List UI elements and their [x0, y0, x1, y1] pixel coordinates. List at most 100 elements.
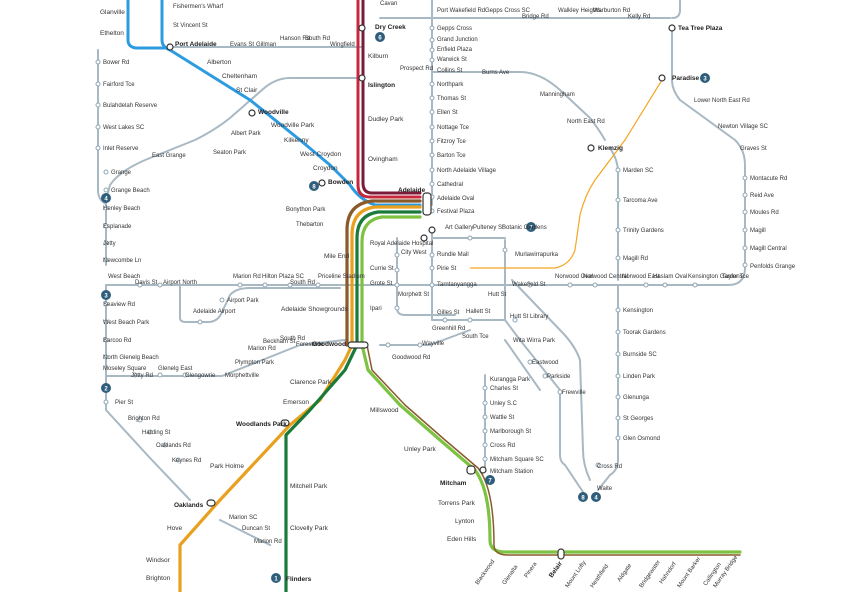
- label-cathedral: Cathedral: [437, 182, 463, 188]
- label-emerson: Emerson: [283, 399, 309, 406]
- label-windsor: Windsor: [146, 557, 171, 564]
- label-plympton-park: Plympton Park: [235, 360, 275, 366]
- label-gilles-st: Gilles St: [437, 310, 460, 316]
- label-penfolds-grange: Penfolds Grange: [750, 264, 796, 270]
- label-wakefield-st: Wakefield St: [512, 282, 546, 288]
- label-goodwood: Goodwood: [312, 341, 346, 348]
- label-fishermens-wharf: Fishermen's Wharf: [173, 4, 223, 10]
- label-goodwood-rd: Goodwood Rd: [392, 355, 430, 361]
- route-marker-8-waite: 8: [578, 492, 588, 502]
- label-kensington: Kensington: [623, 308, 653, 314]
- label-st-georges: St Georges: [623, 416, 653, 422]
- label-seaview-rd: Seaview Rd: [103, 302, 135, 308]
- label-greenhill-rd: Greenhill Rd: [432, 326, 465, 332]
- label-pirie-st: Pirie St: [437, 266, 457, 272]
- label-heathfield: Heathfield: [590, 564, 610, 590]
- label-mitcham-station: Mitcham Station: [490, 469, 533, 475]
- label-priceline-stadium: Priceline Stadium: [318, 274, 365, 280]
- label-newcombe-ln: Newcombe Ln: [103, 258, 141, 264]
- svg-text:6: 6: [378, 36, 382, 42]
- label-west-lakes-sc: West Lakes SC: [103, 125, 145, 131]
- label-blackwood: Blackwood: [475, 559, 497, 586]
- label-wayville: Wayville: [422, 341, 445, 347]
- label-bulahdelah-reserve: Bulahdelah Reserve: [103, 103, 158, 109]
- label-charles-st: Charles St: [490, 386, 518, 392]
- label-botanic-gardens: Botanic Gardens: [502, 225, 547, 231]
- hills-line-labels: Blackwood Glenalta Pinera Belair Mount L…: [475, 554, 740, 589]
- label-linden-park: Linden Park: [623, 374, 656, 380]
- label-burns-ave: Burns Ave: [482, 70, 510, 76]
- label-adelaide-showgrounds: Adelaide Showgrounds: [281, 306, 349, 313]
- bus-network-lines: [97, 0, 746, 546]
- label-dry-creek: Dry Creek: [375, 24, 406, 31]
- label-warburton-rd: Warburton Rd: [593, 8, 630, 14]
- label-dudley-park: Dudley Park: [368, 116, 404, 123]
- label-rundle-mall: Rundle Mall: [437, 252, 469, 258]
- label-south-rd-t: South Rd: [280, 336, 305, 342]
- label-glenalta: Glenalta: [502, 564, 520, 586]
- label-manningham: Manningham: [540, 92, 575, 98]
- label-hallett-st: Hallett St: [466, 309, 491, 315]
- label-millswood: Millswood: [370, 407, 399, 414]
- label-st-clair: St Clair: [236, 87, 258, 94]
- label-grange-beach: Grange Beach: [111, 188, 150, 194]
- tram-line-paradise: [470, 79, 663, 269]
- label-west-beach-park: West Beach Park: [103, 320, 150, 326]
- label-grange: Grange: [111, 170, 132, 176]
- label-islington: Islington: [368, 82, 395, 89]
- label-eden-hills: Eden Hills: [447, 536, 477, 543]
- label-brighton: Brighton: [146, 575, 171, 582]
- label-seaton-park: Seaton Park: [213, 150, 247, 156]
- label-royal-adelaide-hospital: Royal Adelaide Hospital: [370, 241, 433, 247]
- label-kilkenny: Kilkenny: [284, 137, 309, 144]
- label-alberton: Alberton: [207, 59, 232, 66]
- svg-text:3: 3: [104, 294, 108, 300]
- label-gepps-cross: Gepps Cross: [437, 26, 472, 32]
- label-park-holme: Park Holme: [210, 463, 244, 470]
- label-oaklands: Oaklands: [174, 502, 204, 509]
- route-marker-7-mitcham: 7: [485, 475, 495, 485]
- label-waite: Waite: [597, 486, 613, 492]
- label-marion-rd-n: Marion Rd: [233, 274, 261, 280]
- label-taylor-tce: Taylor Tce: [722, 274, 750, 280]
- label-festival-plaza: Festival Plaza: [437, 209, 475, 215]
- label-ovingham: Ovingham: [368, 156, 398, 163]
- label-grand-junction: Grand Junction: [437, 37, 478, 43]
- label-north-adelaide-village: North Adelaide Village: [437, 168, 497, 174]
- label-north-glenelg-beach: North Glenelg Beach: [103, 355, 159, 361]
- label-thomas-st: Thomas St: [437, 96, 466, 102]
- route-marker-8-bowden: 8: [309, 181, 319, 191]
- label-montacute-rd: Montacute Rd: [750, 176, 787, 182]
- label-unley-park: Unley Park: [404, 446, 437, 453]
- label-eastwood: Eastwood: [532, 360, 558, 366]
- label-barton-tce: Barton Tce: [437, 153, 466, 159]
- route-marker-4-grange: 4: [101, 193, 111, 203]
- label-st-vincent-st: St Vincent St: [173, 23, 208, 29]
- label-kilburn: Kilburn: [368, 53, 389, 60]
- label-clarence-park: Clarence Park: [290, 379, 332, 386]
- label-unley-sc: Unley S.C: [490, 401, 518, 407]
- label-morphettville: Morphettville: [225, 373, 260, 379]
- svg-text:3: 3: [703, 77, 707, 83]
- label-ethelton: Ethelton: [100, 30, 124, 37]
- label-hilton-plaza-sc: Hilton Plaza SC: [262, 274, 305, 280]
- label-wita-wirra-park: Wita Wirra Park: [513, 338, 556, 344]
- label-nottage-tce: Nottage Tce: [437, 125, 470, 131]
- label-mitcham-square-sc: Mitcham Square SC: [490, 457, 544, 463]
- svg-text:2: 2: [104, 387, 108, 393]
- route-marker-1: 1: [271, 573, 281, 583]
- label-forestville: Forestville: [296, 342, 324, 348]
- route-marker-2: 2: [101, 383, 111, 393]
- label-mount-lofty: Mount Lofty: [565, 560, 588, 589]
- label-tarntanyangga: Tarntanyangga: [437, 282, 477, 288]
- label-bridge-rd: Bridge Rd: [522, 14, 549, 20]
- gawler-line: [356, 0, 422, 199]
- label-glenunga: Glenunga: [623, 395, 650, 401]
- label-beckham-st: Beckham St: [263, 339, 296, 345]
- route-marker-6: 6: [375, 32, 385, 42]
- label-tea-tree-plaza: Tea Tree Plaza: [678, 25, 723, 32]
- svg-text:7: 7: [488, 479, 492, 485]
- label-klemzig: Klemzig: [598, 145, 623, 152]
- svg-text:7: 7: [529, 226, 533, 232]
- route-marker-3-west: 3: [101, 290, 111, 300]
